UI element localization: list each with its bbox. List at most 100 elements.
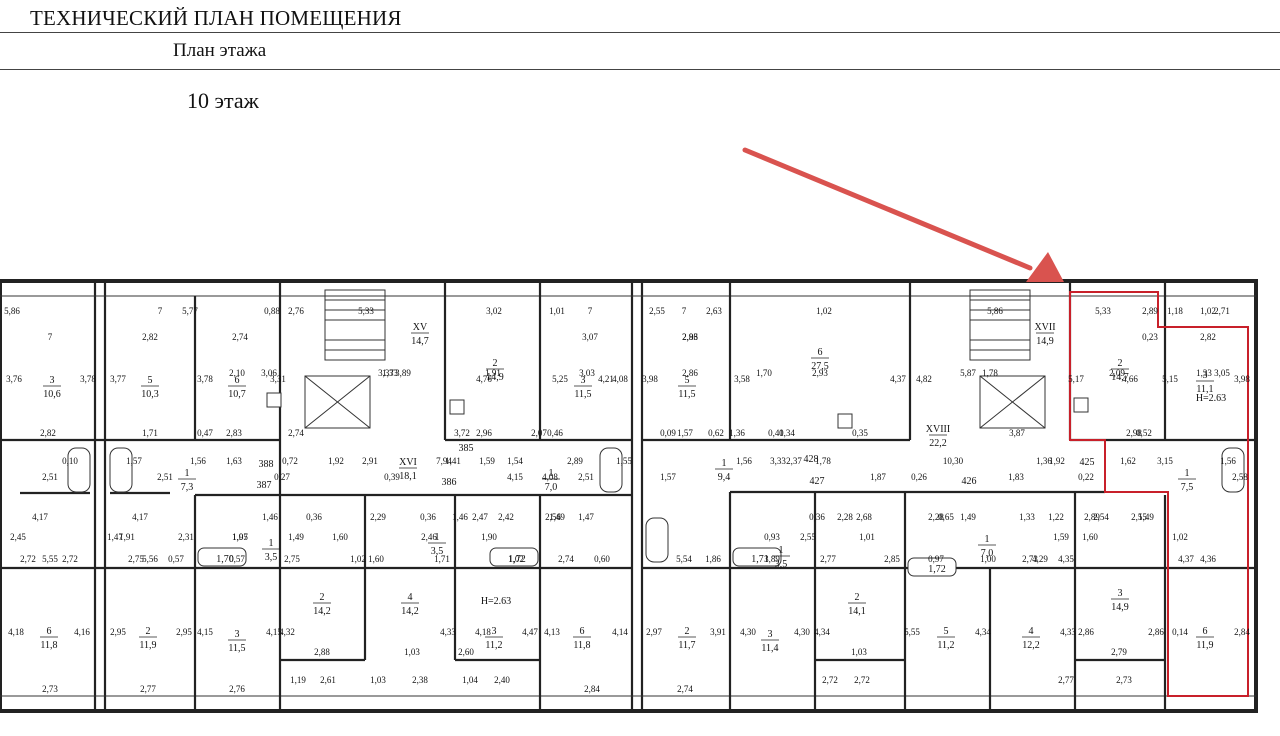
- room-label: 19,4: [715, 458, 733, 483]
- dimension-label: 2,55: [800, 532, 816, 542]
- dimension-label: 1,56: [1220, 456, 1236, 466]
- dimension-label: 1,33: [1019, 512, 1035, 522]
- room-label: 611,8: [40, 626, 58, 651]
- room-area: 7,0: [545, 482, 558, 493]
- dimension-label: 4,47: [522, 627, 538, 637]
- dimension-label: 4,08: [612, 374, 628, 384]
- dimension-label: 7: [48, 332, 53, 342]
- room-number: XVI: [399, 457, 417, 468]
- stairwell-xv: [304, 289, 386, 429]
- dimension-label: 3,77: [110, 374, 126, 384]
- room-area: 10,7: [228, 389, 246, 400]
- room-label: 611,9: [1196, 626, 1214, 651]
- dimension-label: 2,72: [822, 675, 838, 685]
- apartment-number: 385: [459, 443, 474, 454]
- dimension-label: 5,86: [987, 306, 1003, 316]
- room-label: 511,5: [678, 375, 696, 400]
- dimension-label: 2,74: [558, 554, 574, 564]
- dimension-label: 5,55: [904, 627, 920, 637]
- dimension-label: 5,17: [1068, 374, 1084, 384]
- room-label: 17,3: [178, 468, 196, 493]
- dimension-label: 1,33: [1196, 368, 1212, 378]
- dimension-label: 0,93: [764, 532, 780, 542]
- room-label: 17,5: [1178, 468, 1196, 493]
- dimension-label: 1,54: [507, 456, 523, 466]
- dimension-label: 1,49: [549, 512, 565, 522]
- room-label: 214,7: [1111, 358, 1129, 383]
- dimension-label: 3,37: [378, 368, 394, 378]
- room-number: 6: [235, 375, 240, 386]
- room-number: 2: [1118, 358, 1123, 369]
- room-area: 12,2: [1022, 640, 1040, 651]
- room-label: 13,5: [428, 532, 446, 557]
- room-area: 3,5: [431, 546, 444, 557]
- dimension-label: 2,72: [854, 675, 870, 685]
- dimension-label: 3,31: [270, 374, 286, 384]
- dimension-label: 4,17: [132, 512, 148, 522]
- room-area: 11,7: [678, 640, 695, 651]
- dimension-label: 1,18: [1167, 306, 1183, 316]
- room-number: 2: [685, 626, 690, 637]
- dimension-label: 1,02: [350, 554, 366, 564]
- dimension-label: 7: [158, 306, 163, 316]
- room-number: 2: [855, 592, 860, 603]
- plan-subtitle: План этажа: [173, 40, 267, 61]
- dimension-label: 0,09: [660, 428, 676, 438]
- dimension-label: 2,97: [646, 627, 662, 637]
- room-label: 310,6: [43, 375, 61, 400]
- room-area: 11,1: [1196, 384, 1213, 395]
- apartment-number: 425: [1080, 457, 1095, 468]
- room-number: 1: [435, 532, 440, 543]
- dimension-label: 5,87: [960, 368, 976, 378]
- dimension-label: 1,62: [1120, 456, 1136, 466]
- dimension-label: 2,68: [856, 512, 872, 522]
- dimension-label: 1,02: [1200, 306, 1216, 316]
- dimension-label: 3,78: [197, 374, 213, 384]
- room-label: 13,5: [772, 545, 790, 570]
- dimension-label: 0,10: [62, 456, 78, 466]
- dimension-label: 2,09: [1109, 368, 1125, 378]
- room-number: 4: [408, 592, 413, 603]
- dimension-label: 3,02: [486, 306, 502, 316]
- dimension-label: 2,51: [157, 472, 173, 482]
- room-label: 311,1: [1196, 370, 1214, 395]
- dimension-label: 5,56: [142, 554, 158, 564]
- dimension-label: 1,71: [434, 554, 450, 564]
- dimension-label: 2,89: [1142, 306, 1158, 316]
- dimension-label: 4,15: [197, 627, 213, 637]
- dimension-label: 7: [682, 306, 687, 316]
- dimension-label: 3,15: [1157, 456, 1173, 466]
- room-label: 13,5: [262, 538, 280, 563]
- dimension-label: 0,62: [708, 428, 724, 438]
- dimension-label: 2,47: [472, 512, 488, 522]
- room-area: 11,2: [937, 640, 954, 651]
- dimension-label: 2,45: [10, 532, 26, 542]
- bath-size: 1,72: [508, 554, 526, 565]
- stairwell-xvii: [969, 289, 1046, 429]
- dimension-label: 3,58: [734, 374, 750, 384]
- dimension-label: 1,36: [729, 428, 745, 438]
- room-number: 6: [580, 626, 585, 637]
- outer-walls: [0, 279, 1258, 713]
- dimension-label: 0,36: [809, 512, 825, 522]
- dimension-label: 4,37: [1178, 554, 1194, 564]
- dimension-label: 3,78: [80, 374, 96, 384]
- dimension-label: 2,86: [1148, 627, 1164, 637]
- dimension-label: 1,56: [736, 456, 752, 466]
- dimension-label: 2,98: [1126, 428, 1142, 438]
- room-number: 3: [581, 375, 586, 386]
- room-area: 11,5: [678, 389, 695, 400]
- bath-size: 1,70: [216, 554, 234, 565]
- dimension-label: 1,47: [578, 512, 594, 522]
- subtitle-underline: [0, 69, 1280, 70]
- dimension-label: 3,91: [710, 627, 726, 637]
- corridor-walls: [195, 440, 1105, 497]
- room-number: 1: [1185, 468, 1190, 479]
- dimension-label: 2,93: [682, 332, 698, 342]
- dimension-label: 1,36: [1036, 456, 1052, 466]
- dimension-label: 1,91: [119, 532, 135, 542]
- room-label: 17,0: [978, 534, 996, 559]
- room-label: 314,9: [1111, 588, 1129, 613]
